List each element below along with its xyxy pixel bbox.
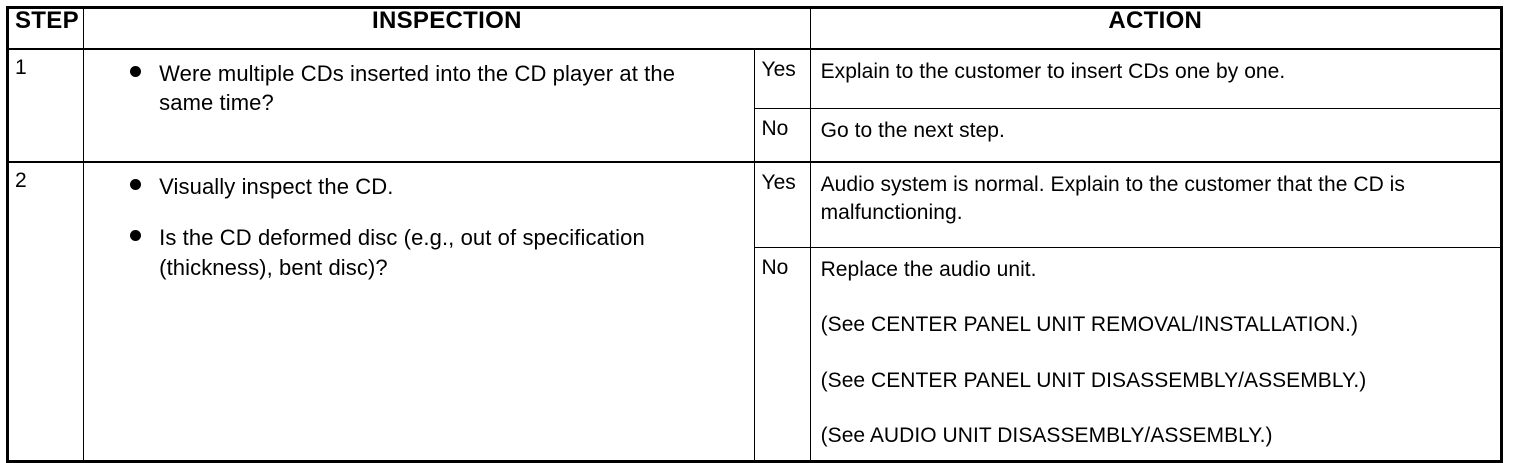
- action-reference-text: (See AUDIO UNIT DISASSEMBLY/ASSEMBLY.): [820, 424, 1273, 448]
- table-row: 2 Visually inspect the CD. Is the CD def…: [6, 161, 1503, 463]
- table-row: No Go to the next step.: [8, 108, 1503, 163]
- step-number-2: 2: [6, 161, 85, 463]
- column-header-step: STEP: [6, 7, 85, 50]
- page-canvas: STEP INSPECTION ACTION 1 Were multiple C…: [6, 6, 1503, 463]
- table-row: 1 Were multiple CDs inserted into the CD…: [6, 48, 1503, 163]
- step-number-1: 1: [6, 48, 85, 163]
- action-text: Explain to the customer to insert CDs on…: [820, 60, 1286, 83]
- action-reference-text: (See CENTER PANEL UNIT DISASSEMBLY/ASSEM…: [820, 368, 1367, 392]
- diagnostic-flow-table: STEP INSPECTION ACTION 1 Were multiple C…: [6, 6, 1503, 463]
- list-item: Visually inspect the CD.: [94, 172, 744, 201]
- inspection-cell-step-1: Were multiple CDs inserted into the CD p…: [83, 48, 756, 163]
- inspection-text: Visually inspect the CD.: [159, 174, 394, 199]
- list-item: Were multiple CDs inserted into the CD p…: [94, 59, 744, 118]
- bullet-point-icon: [130, 179, 142, 190]
- action-text: Go to the next step.: [820, 119, 1005, 142]
- action-cell-step-2-no: Replace the audio unit. (See CENTER PANE…: [809, 246, 1503, 463]
- action-cell-step-1-yes: Explain to the customer to insert CDs on…: [809, 48, 1503, 109]
- column-header-action: ACTION: [809, 7, 1503, 50]
- column-header-inspection: INSPECTION: [83, 7, 811, 50]
- result-label-step-1-no: No: [754, 108, 811, 163]
- table-header-row: STEP INSPECTION ACTION: [6, 7, 1503, 50]
- result-label-step-2-no: No: [754, 246, 811, 463]
- action-text: Audio system is normal. Explain to the c…: [820, 173, 1405, 225]
- result-label-step-2-yes: Yes: [754, 161, 811, 248]
- action-reference-text: (See CENTER PANEL UNIT REMOVAL/INSTALLAT…: [820, 313, 1359, 337]
- inspection-cell-step-2: Visually inspect the CD. Is the CD defor…: [83, 161, 756, 463]
- action-text: Replace the audio unit.: [820, 258, 1037, 281]
- action-cell-step-2-yes: Audio system is normal. Explain to the c…: [809, 161, 1503, 248]
- result-label-step-1-yes: Yes: [754, 48, 811, 109]
- inspection-text: Is the CD deformed disc (e.g., out of sp…: [159, 225, 645, 280]
- action-cell-step-1-no: Go to the next step.: [809, 108, 1503, 163]
- bullet-point-icon: [130, 230, 142, 242]
- list-item: Is the CD deformed disc (e.g., out of sp…: [94, 223, 744, 282]
- bullet-point-icon: [130, 66, 142, 77]
- inspection-text: Were multiple CDs inserted into the CD p…: [159, 61, 676, 116]
